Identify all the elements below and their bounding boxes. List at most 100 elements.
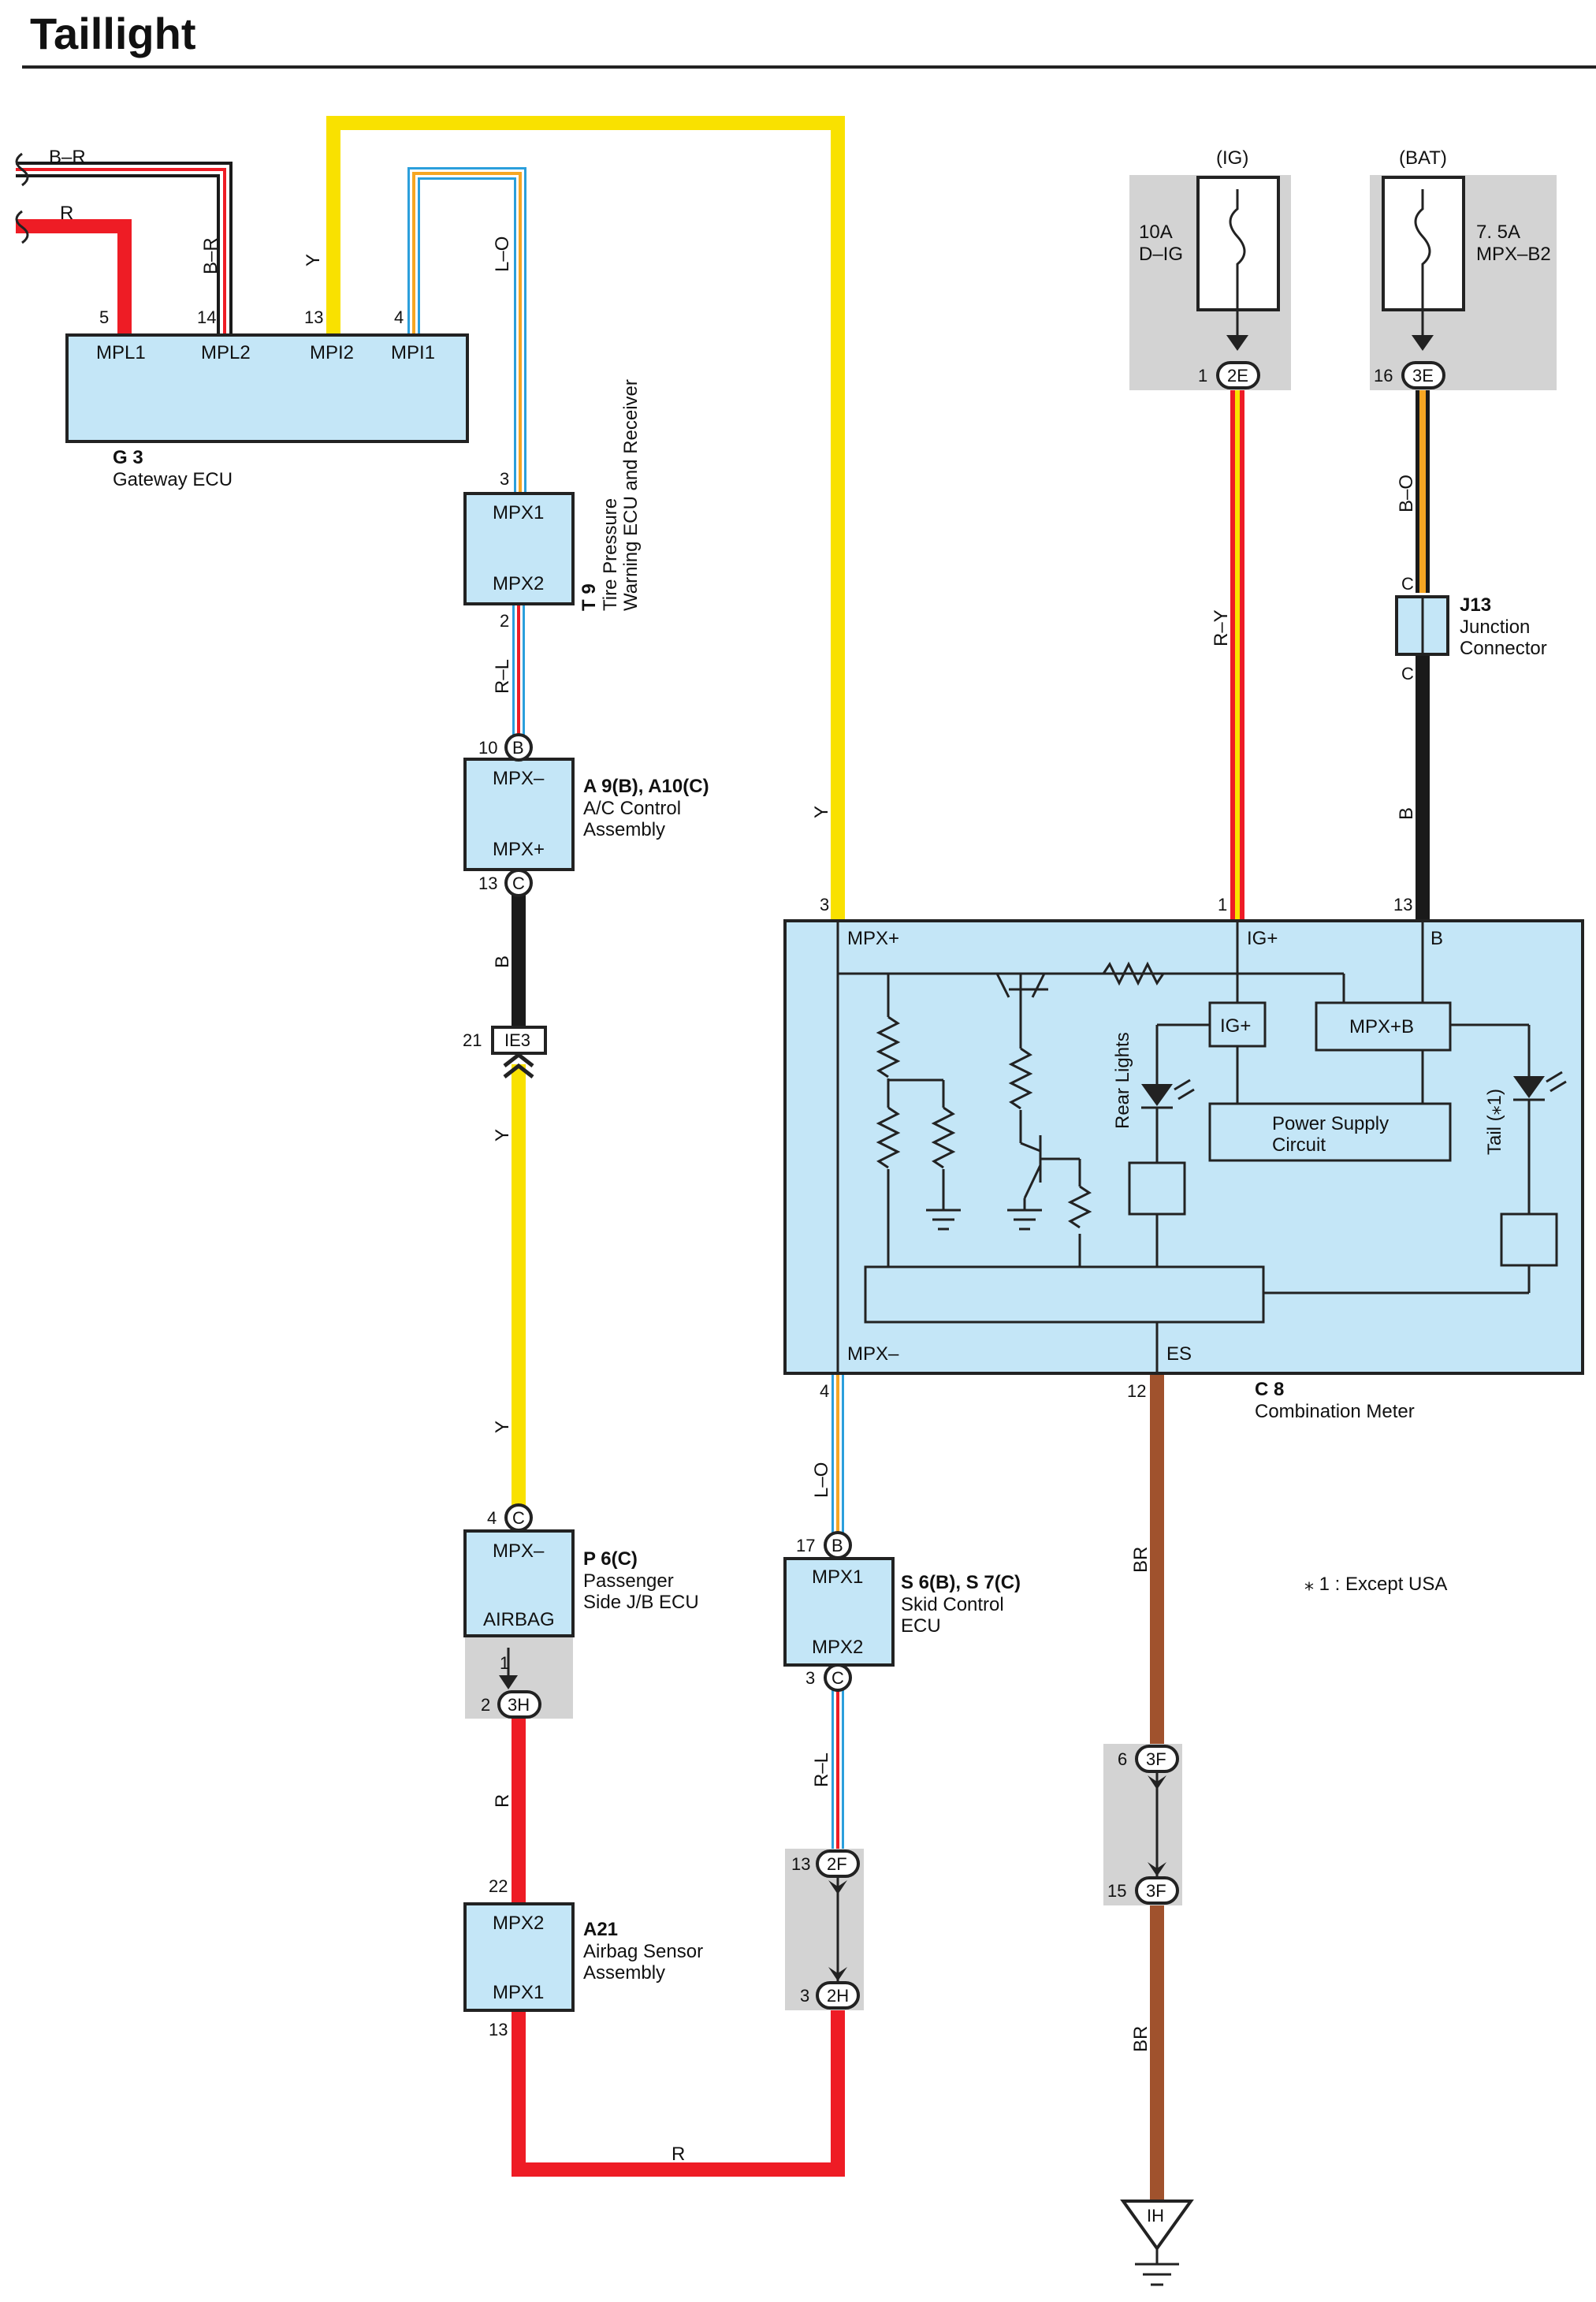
tire-pressure-ecu: MPX1 MPX2 3 2 T 9 Tire Pressure Warning … bbox=[463, 379, 642, 631]
tail-led bbox=[1513, 1076, 1545, 1098]
block-ig-label: IG+ bbox=[1220, 1015, 1251, 1037]
fuse-bat-source: (BAT) bbox=[1399, 147, 1447, 169]
svg-text:2E: 2E bbox=[1227, 366, 1248, 386]
a9-pin-num-13: 13 bbox=[478, 873, 497, 893]
label-b-r-top: B–R bbox=[49, 147, 86, 168]
svg-text:C: C bbox=[831, 1668, 844, 1688]
j13-ref: J13 bbox=[1460, 594, 1491, 616]
tail-driver bbox=[1500, 1212, 1558, 1267]
conn-2e: 2E 1 bbox=[1198, 361, 1260, 389]
svg-text:3E: 3E bbox=[1412, 366, 1434, 386]
fuse-ig-source: (IG) bbox=[1216, 147, 1248, 169]
label-br-1: BR bbox=[1130, 1547, 1151, 1573]
pin-num-1-p6: 1 bbox=[500, 1653, 509, 1673]
a21-ref: A21 bbox=[583, 1919, 618, 1940]
c8-pin-num-4: 4 bbox=[820, 1381, 829, 1401]
wire-r-g3 bbox=[16, 219, 132, 335]
g3-pin-mpi2: MPI2 bbox=[310, 342, 354, 363]
combination-meter: IG+ MPX+B Power Supply Circuit Rear Ligh… bbox=[783, 895, 1584, 1422]
svg-text:2F: 2F bbox=[827, 1854, 847, 1874]
j13-pin-c-bottom: C bbox=[1401, 664, 1414, 684]
label-r-bottom: R bbox=[672, 2144, 685, 2165]
pin-num-6-3f: 6 bbox=[1118, 1749, 1127, 1769]
pin-num-16-3e: 16 bbox=[1374, 366, 1393, 386]
pin-num-2-3h: 2 bbox=[481, 1695, 490, 1715]
pin-num-15-3f: 15 bbox=[1107, 1881, 1126, 1901]
ground-ih: IH bbox=[1120, 2200, 1194, 2286]
rear-lights-label: Rear Lights bbox=[1112, 1032, 1133, 1129]
block-ig-plus bbox=[1208, 1001, 1267, 1048]
label-r-a21: R bbox=[492, 1794, 513, 1808]
tail-label: Tail (⁎1) bbox=[1484, 1089, 1505, 1155]
fuse-ig: (IG) 10A D–IG bbox=[1129, 147, 1291, 390]
g3-name: Gateway ECU bbox=[113, 469, 233, 490]
c8-pin-b: B bbox=[1430, 928, 1443, 949]
j13-pin-c-top: C bbox=[1401, 574, 1414, 594]
conn-s6-c: C 3 bbox=[805, 1663, 852, 1692]
label-l-o-c8: L–O bbox=[811, 1462, 832, 1498]
a21-pin-mpx2: MPX2 bbox=[493, 1913, 544, 1934]
s6-ref: S 6(B), S 7(C) bbox=[901, 1572, 1021, 1593]
c8-pin-num-13: 13 bbox=[1393, 895, 1412, 914]
c8-ref: C 8 bbox=[1255, 1379, 1284, 1400]
c8-pin-num-1: 1 bbox=[1218, 895, 1227, 914]
s6-pin-mpx1: MPX1 bbox=[812, 1566, 863, 1588]
label-r-top: R bbox=[60, 203, 73, 224]
resistor-1 bbox=[876, 1015, 901, 1078]
footnote: ⁎ 1 : Except USA bbox=[1304, 1574, 1447, 1595]
j13-name-1: Junction bbox=[1460, 616, 1530, 638]
conn-p6-c: C 4 bbox=[487, 1503, 533, 1532]
s6-name-2: ECU bbox=[901, 1615, 941, 1637]
p6-name-1: Passenger bbox=[583, 1570, 674, 1592]
wire-l-o-g3-t9 bbox=[407, 167, 526, 494]
c8-pin-num-3: 3 bbox=[820, 895, 829, 914]
c8-pin-mpx-plus: MPX+ bbox=[847, 928, 899, 949]
pin-num-3-2h: 3 bbox=[800, 1986, 809, 2006]
t9-pin-mpx1: MPX1 bbox=[493, 502, 544, 523]
a9-name-1: A/C Control bbox=[583, 798, 681, 819]
s6-name-1: Skid Control bbox=[901, 1594, 1004, 1615]
rear-lights-led bbox=[1141, 1084, 1173, 1106]
resistor-3 bbox=[931, 1106, 956, 1169]
svg-text:B: B bbox=[831, 1536, 843, 1555]
a21-name-1: Airbag Sensor bbox=[583, 1941, 703, 1962]
t9-pin-num-2: 2 bbox=[500, 611, 509, 631]
conn-a9-b: B 10 bbox=[478, 733, 533, 762]
g3-pin-num-13: 13 bbox=[304, 307, 323, 327]
a9-pin-num-10: 10 bbox=[478, 738, 497, 758]
psc-label-1: Power Supply bbox=[1272, 1113, 1389, 1134]
a9-pin-mpx-minus: MPX– bbox=[493, 768, 545, 789]
t9-name-2: Warning ECU and Receiver bbox=[620, 379, 642, 611]
wire-r-bottom bbox=[512, 2009, 845, 2177]
a9-name-2: Assembly bbox=[583, 819, 665, 840]
p6-pin-num-4: 4 bbox=[487, 1508, 497, 1528]
a21-pin-num-13: 13 bbox=[489, 2020, 508, 2039]
svg-text:C: C bbox=[512, 1508, 525, 1528]
svg-text:IE3: IE3 bbox=[504, 1030, 530, 1050]
a9-pin-mpx-plus: MPX+ bbox=[493, 839, 545, 860]
conn-ie3: IE3 21 bbox=[463, 1026, 547, 1078]
svg-text:C: C bbox=[512, 873, 525, 893]
label-b-a9: B bbox=[492, 955, 513, 968]
g3-pin-mpl1: MPL1 bbox=[96, 342, 146, 363]
wire-break-marks bbox=[15, 152, 29, 244]
c8-pin-mpx-minus: MPX– bbox=[847, 1343, 899, 1365]
meter-processor bbox=[864, 1265, 1265, 1324]
label-y-ie3: Y bbox=[492, 1129, 513, 1142]
airbag-sensor-assembly: MPX2 MPX1 22 13 A21 Airbag Sensor Assemb… bbox=[463, 1876, 703, 2039]
resistor-4 bbox=[1102, 961, 1165, 986]
label-y-loop: Y bbox=[811, 806, 832, 818]
fuse-ig-name: D–IG bbox=[1139, 244, 1183, 265]
fuse-bat-rating: 7. 5A bbox=[1476, 222, 1520, 243]
label-y-p6: Y bbox=[492, 1421, 513, 1433]
a21-pin-num-22: 22 bbox=[489, 1876, 508, 1896]
svg-text:B: B bbox=[512, 738, 524, 758]
junction-connector: C C J13 Junction Connector bbox=[1395, 574, 1547, 684]
fuse-bat-name: MPX–B2 bbox=[1476, 244, 1551, 265]
t9-pin-num-3: 3 bbox=[500, 469, 509, 489]
a21-name-2: Assembly bbox=[583, 1962, 665, 1984]
svg-text:IH: IH bbox=[1147, 2206, 1164, 2226]
ac-control-assembly: MPX– MPX+ A 9(B), A10(C) A/C Control Ass… bbox=[463, 758, 709, 871]
label-r-l-s6: R–L bbox=[811, 1753, 832, 1787]
